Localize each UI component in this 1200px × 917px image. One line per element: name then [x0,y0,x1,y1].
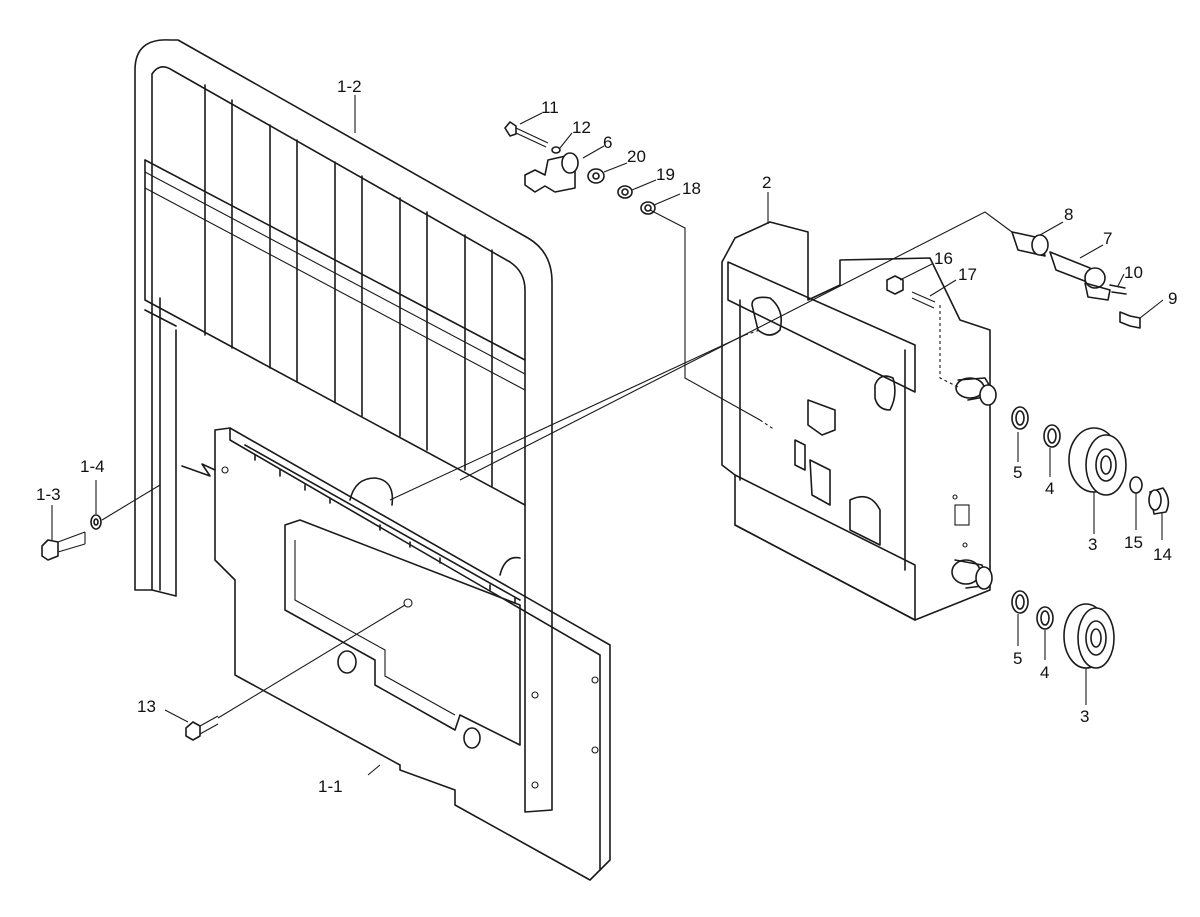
label-17: 17 [958,265,977,284]
roller-shaft-parts [886,231,1141,329]
label-2: 2 [762,173,771,192]
leader-lines [51,95,1164,776]
label-5-upper: 5 [1013,463,1022,482]
label-7: 7 [1103,229,1112,248]
backrest-bolts [41,514,219,741]
side-shifter-bracket [721,221,997,621]
label-15: 15 [1124,533,1143,552]
label-1-3: 1-3 [36,485,61,504]
label-1-2: 1-2 [337,77,362,96]
label-1-4: 1-4 [80,457,105,476]
label-12: 12 [572,118,591,137]
backrest-frame [134,39,553,813]
pivot-parts [504,121,656,215]
lower-roller-assembly [1011,590,1115,669]
label-3-upper: 3 [1088,535,1097,554]
label-6: 6 [603,133,612,152]
label-19: 19 [656,165,675,184]
callout-labels: 1-2 1-1 1-3 1-4 13 11 12 6 20 19 18 2 16… [36,77,1177,796]
upper-roller-assembly [1011,406,1170,515]
label-9: 9 [1168,289,1177,308]
label-13: 13 [137,697,156,716]
label-20: 20 [627,147,646,166]
label-1-1: 1-1 [318,777,343,796]
label-3-lower: 3 [1080,707,1089,726]
label-10: 10 [1124,263,1143,282]
label-5-lower: 5 [1013,649,1022,668]
label-18: 18 [682,179,701,198]
label-8: 8 [1064,205,1073,224]
label-4-lower: 4 [1040,663,1049,682]
label-11: 11 [541,98,559,117]
carriage-plate [181,427,611,881]
label-14: 14 [1153,545,1172,564]
label-16: 16 [934,249,953,268]
label-4-upper: 4 [1045,479,1054,498]
